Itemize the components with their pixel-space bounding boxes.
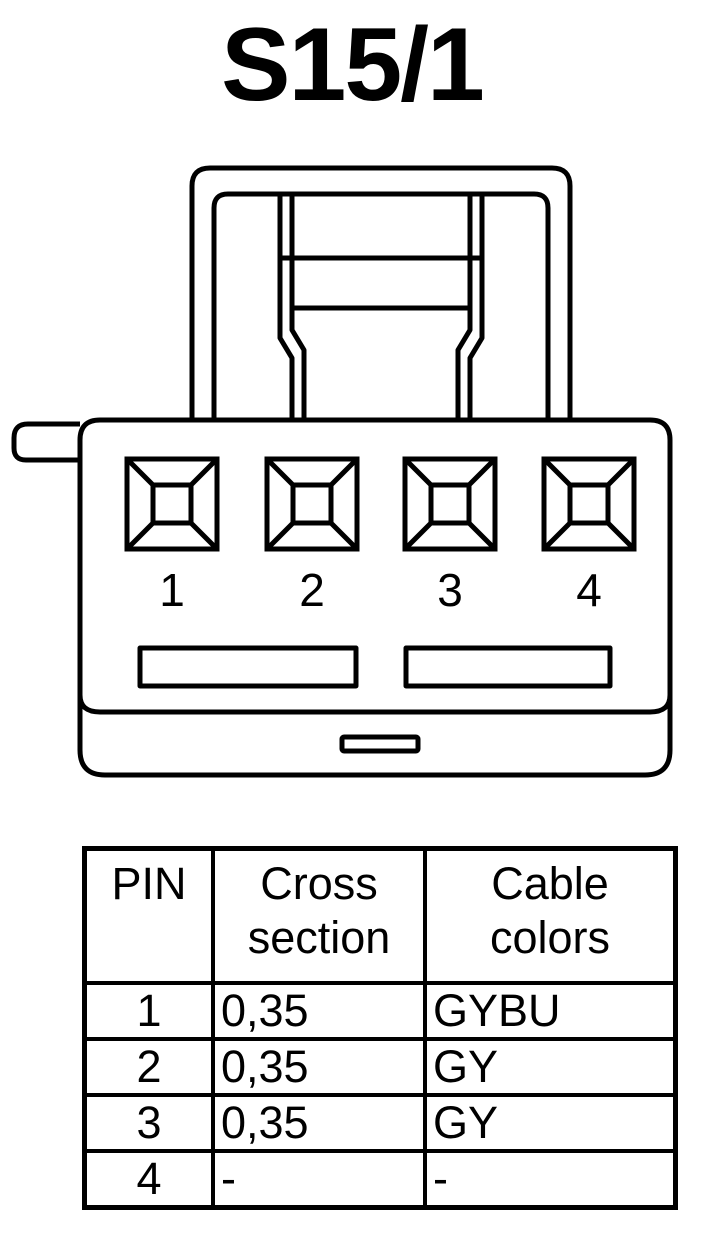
bottom-slot: [339, 734, 421, 754]
pin-number-label: 3: [437, 564, 463, 616]
key-slot: [137, 645, 359, 689]
table-header-row: PIN Cross section Cable colors: [82, 846, 678, 985]
key-slot: [403, 645, 613, 689]
cell-pin: 3: [82, 1093, 215, 1153]
cell-pin: 2: [82, 1037, 215, 1097]
pin-number-label: 1: [159, 564, 185, 616]
connector-drawing: 1 2 3 4: [11, 165, 673, 778]
latch-arm: [277, 194, 307, 420]
pin-number-label: 4: [576, 564, 602, 616]
table-row: 1 0,35 GYBU: [82, 981, 678, 1041]
header-cable-colors: Cable colors: [423, 846, 678, 985]
cell-cross-section: 0,35: [211, 981, 427, 1041]
latch-inner-frame: [211, 191, 551, 420]
housing-shoulder: [77, 694, 673, 715]
diagram-title: S15/1: [221, 7, 485, 123]
pin-terminal-1: [124, 456, 220, 552]
header-pin: PIN: [82, 846, 215, 985]
pin-assignment-table: PIN Cross section Cable colors 1 0,35 GY…: [82, 846, 678, 1210]
header-cable-colors-line: colors: [489, 912, 611, 963]
pin-number-label: 2: [299, 564, 325, 616]
latch-arm: [455, 194, 485, 420]
cell-cable-color: GYBU: [423, 981, 678, 1041]
cell-cable-color: GY: [423, 1093, 678, 1153]
table-row: 4 - -: [82, 1149, 678, 1210]
header-cross-section: Cross section: [211, 846, 427, 985]
side-tab: [11, 421, 80, 463]
cell-cable-color: -: [423, 1149, 678, 1210]
header-cross-section-line: section: [247, 912, 391, 963]
latch-outer-frame: [189, 165, 573, 420]
header-cable-colors-line: Cable: [491, 858, 609, 909]
pin-terminal-2: [264, 456, 360, 552]
pin-terminal-3: [402, 456, 498, 552]
cell-cross-section: 0,35: [211, 1037, 427, 1097]
table-row: 3 0,35 GY: [82, 1093, 678, 1153]
connector-housing: [77, 417, 673, 778]
latch-tab: [289, 305, 473, 330]
cell-pin: 4: [82, 1149, 215, 1210]
cell-cross-section: -: [211, 1149, 427, 1210]
cell-cable-color: GY: [423, 1037, 678, 1097]
table-row: 2 0,35 GY: [82, 1037, 678, 1097]
cell-cross-section: 0,35: [211, 1093, 427, 1153]
header-cross-section-line: Cross: [260, 858, 378, 909]
cell-pin: 1: [82, 981, 215, 1041]
pin-terminal-4: [541, 456, 637, 552]
